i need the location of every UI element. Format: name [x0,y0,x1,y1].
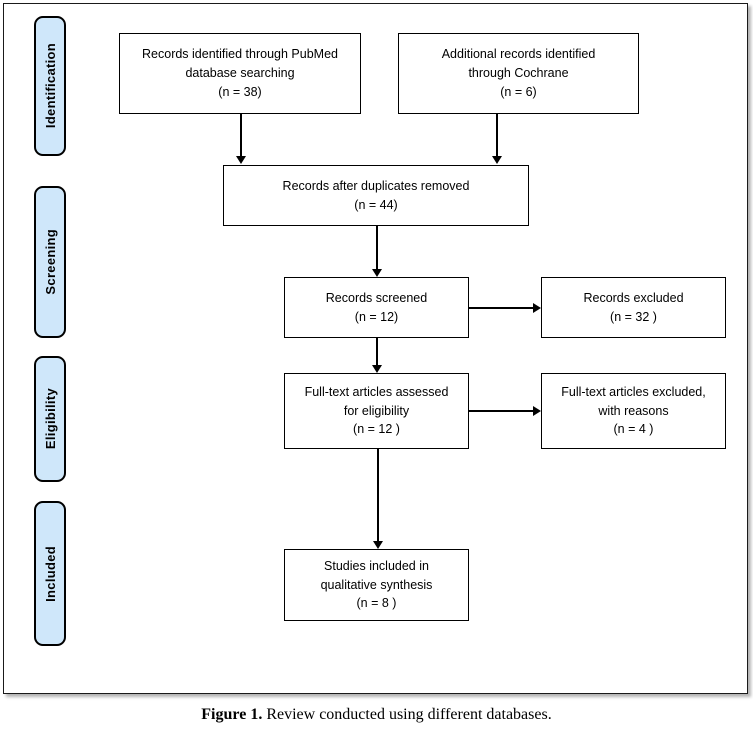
figure-caption-label: Figure 1. [201,706,263,723]
stage-tab-screening: Screening [34,186,66,338]
box-studies-included-qualitative-synthesis: Studies included in qualitative synthesi… [284,549,469,621]
box-fulltext-excluded-line2: with reasons [598,403,669,418]
box-fulltext-assessed-line2: for eligibility [343,403,410,418]
arrowhead-screened-to-excluded [533,303,541,313]
figure-caption-text: Review conducted using different databas… [262,706,552,723]
stage-tab-eligibility-label: Eligibility [42,388,58,450]
arrowhead-pubmed-to-duplicates [236,156,246,164]
box-duplicates-count: (n = 44) [354,197,398,212]
box-records-excluded: Records excluded (n = 32 ) [541,277,726,338]
box-cochrane-line1: Additional records identified [441,47,596,62]
box-fulltext-assessed-line1: Full-text articles assessed [304,384,449,399]
box-screened-count: (n = 12) [354,309,399,324]
box-records-excluded-line1: Records excluded [583,290,684,305]
box-duplicates-line1: Records after duplicates removed [282,178,470,193]
connector-fulltext-to-studies [377,449,379,542]
box-studies-included-line2: qualitative synthesis [320,577,433,592]
box-fulltext-excluded-count: (n = 4 ) [613,422,654,437]
box-pubmed-line1: Records identified through PubMed [142,47,338,62]
arrowhead-duplicates-to-screened [372,269,382,277]
box-cochrane-line2: through Cochrane [468,66,569,81]
box-records-after-duplicates-removed: Records after duplicates removed (n = 44… [223,165,529,226]
arrowhead-fulltext-to-studies [373,541,383,549]
connector-screened-to-excluded [469,307,534,309]
stage-tab-included: Included [34,501,66,646]
box-pubmed-line2: database searching [185,66,295,81]
stage-tab-screening-label: Screening [42,229,58,295]
box-studies-included-count: (n = 8 ) [356,596,397,611]
stage-tab-identification-label: Identification [42,43,58,129]
box-cochrane-count: (n = 6) [500,84,537,99]
box-records-screened: Records screened (n = 12) [284,277,469,338]
box-additional-records-cochrane: Additional records identified through Co… [398,33,639,114]
connector-screened-to-fulltext [376,338,378,366]
figure-caption: Figure 1. Review conducted using differe… [0,706,753,724]
box-fulltext-assessed-for-eligibility: Full-text articles assessed for eligibil… [284,373,469,449]
stage-tab-included-label: Included [42,545,58,602]
arrowhead-fulltext-to-excluded [533,406,541,416]
box-fulltext-excluded-line1: Full-text articles excluded, [561,384,706,399]
connector-cochrane-to-duplicates [496,114,498,156]
box-fulltext-assessed-count: (n = 12 ) [353,422,400,437]
box-records-excluded-count: (n = 32 ) [610,309,657,324]
box-fulltext-excluded-with-reasons: Full-text articles excluded, with reason… [541,373,726,449]
box-studies-included-line1: Studies included in [324,558,429,573]
connector-duplicates-to-screened [376,226,378,269]
arrowhead-screened-to-fulltext [372,365,382,373]
stage-tab-identification: Identification [34,16,66,156]
connector-fulltext-to-excluded [469,410,534,412]
arrowhead-cochrane-to-duplicates [492,156,502,164]
figure-frame: Identification Screening Eligibility Inc… [3,3,748,694]
box-pubmed-count: (n = 38) [218,84,262,99]
connector-pubmed-to-duplicates [240,114,242,156]
box-screened-line1: Records screened [325,290,428,305]
box-records-identified-pubmed: Records identified through PubMed databa… [119,33,361,114]
stage-tab-eligibility: Eligibility [34,356,66,482]
